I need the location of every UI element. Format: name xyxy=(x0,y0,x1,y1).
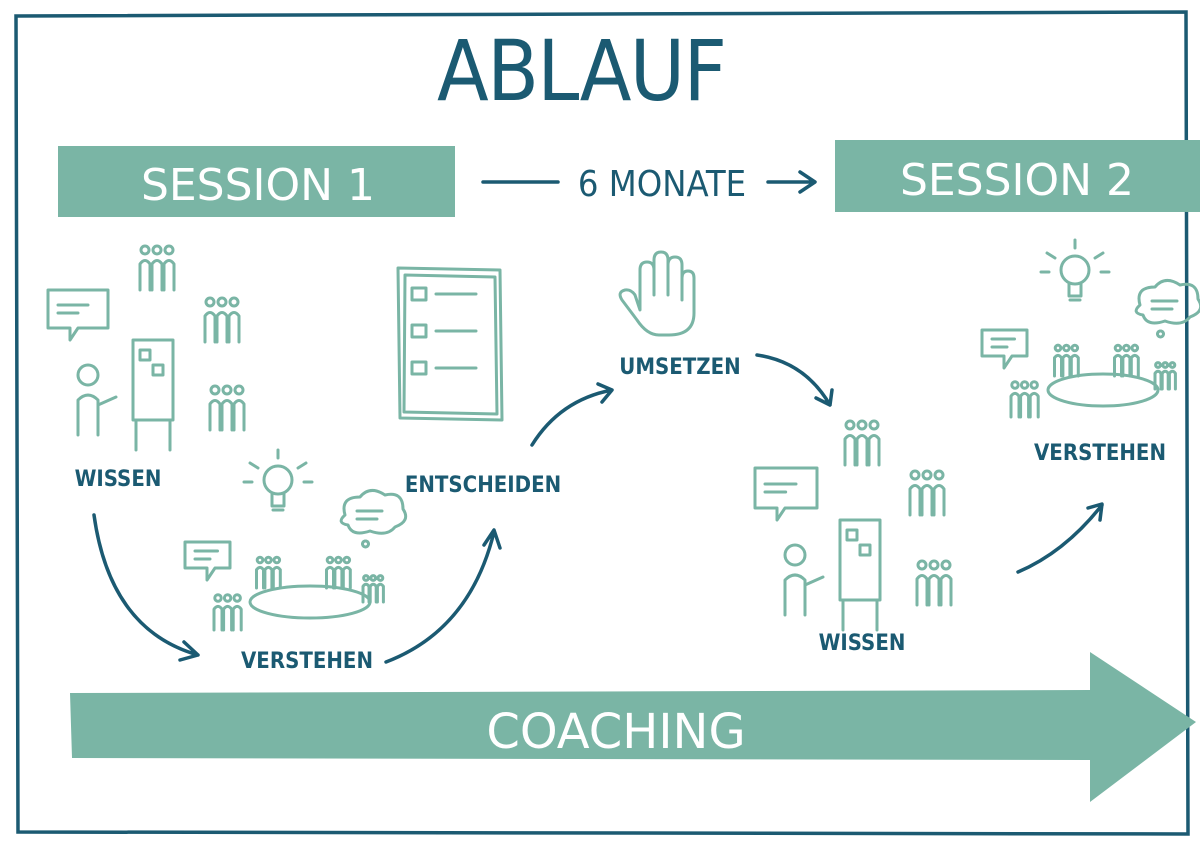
people-group-icon xyxy=(908,469,946,517)
people-group-icon xyxy=(325,555,352,590)
speech-bubble-icon xyxy=(980,328,1029,370)
speech-bubble-icon xyxy=(183,540,232,582)
people-group-icon xyxy=(1053,343,1080,378)
interval-label: 6 MONATE xyxy=(578,164,746,205)
session-1-label: SESSION 1 xyxy=(141,160,375,211)
step-entscheiden: ENTSCHEIDEN xyxy=(405,473,561,498)
lightbulb-icon xyxy=(1039,238,1111,302)
step-wissen-1: WISSEN xyxy=(75,467,162,492)
people-group-icon xyxy=(212,593,243,632)
flipchart-presenter-icon xyxy=(76,338,175,452)
step-umsetzen: UMSETZEN xyxy=(619,355,741,380)
people-group-icon xyxy=(1113,343,1140,378)
coaching-arrow: COACHING xyxy=(70,652,1196,802)
session-2-box: SESSION 2 xyxy=(835,140,1200,212)
coaching-label: COACHING xyxy=(486,704,745,760)
speech-bubble-icon xyxy=(753,466,819,522)
people-group-icon xyxy=(1153,361,1177,391)
people-group-icon xyxy=(1009,380,1040,419)
thought-cloud-icon xyxy=(339,489,408,549)
people-group-icon xyxy=(361,574,385,604)
lightbulb-icon xyxy=(242,448,314,512)
step-verstehen-2: VERSTEHEN xyxy=(1034,441,1166,466)
step-verstehen-1: VERSTEHEN xyxy=(241,649,373,674)
arrow-icon xyxy=(755,353,834,407)
interval: 6 MONATE xyxy=(481,164,817,205)
people-group-icon xyxy=(915,559,953,607)
interval-arrow-icon xyxy=(766,170,817,194)
people-group-icon xyxy=(843,419,881,467)
session-2-label: SESSION 2 xyxy=(900,155,1134,206)
round-table-icon xyxy=(1046,372,1160,408)
people-group-icon xyxy=(208,384,246,432)
round-table-icon xyxy=(248,584,372,620)
flipchart-presenter-icon xyxy=(783,518,882,632)
arrow-icon xyxy=(1016,502,1104,574)
arrow-icon xyxy=(530,382,614,447)
people-group-icon xyxy=(255,555,282,590)
hand-icon xyxy=(618,250,696,337)
arrow-icon xyxy=(92,513,200,662)
checklist-icon xyxy=(396,266,504,422)
session-1-box: SESSION 1 xyxy=(58,146,455,217)
people-group-icon xyxy=(203,296,241,344)
flow-arrows xyxy=(92,353,1104,664)
arrow-icon xyxy=(384,528,502,664)
speech-bubble-icon xyxy=(46,288,110,342)
frame-border xyxy=(14,10,1190,836)
step-wissen-2: WISSEN xyxy=(819,631,906,656)
people-group-icon xyxy=(138,244,176,292)
page-title: ABLAUF xyxy=(437,22,727,120)
thought-cloud-icon xyxy=(1134,279,1200,339)
